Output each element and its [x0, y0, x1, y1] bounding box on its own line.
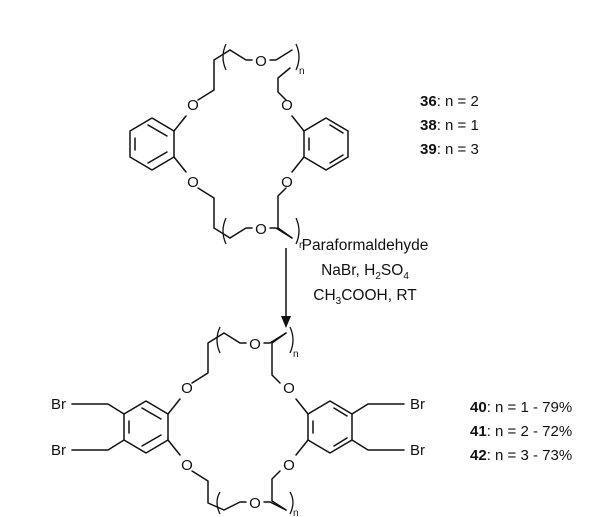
left-benzene-ring: [129, 117, 175, 171]
compound-label: 38: n = 1: [420, 117, 479, 134]
reactant-compound-list: 36: n = 2 38: n = 1 39: n = 3: [420, 93, 479, 158]
repeat-index: n: [299, 240, 305, 251]
compound-label: 41: n = 2 - 72%: [470, 423, 572, 440]
repeat-index: n: [293, 508, 299, 517]
reaction-conditions: Paraformaldehyde NaBr, H2SO4 CH3COOH, RT: [302, 237, 429, 307]
reaction-arrow: [281, 248, 291, 328]
reactant-structure: O O O O O O n n: [129, 43, 349, 251]
conditions-line-1: Paraformaldehyde: [302, 237, 429, 254]
bromine-atom: Br: [410, 396, 425, 413]
compound-label: 36: n = 2: [420, 93, 479, 110]
bromine-atom: Br: [410, 442, 425, 459]
right-benzene-ring: [303, 117, 349, 171]
oxygen-atom: O: [249, 336, 261, 353]
oxygen-atom: O: [187, 97, 199, 114]
left-benzene-ring: [123, 400, 169, 454]
repeat-index: n: [293, 349, 299, 360]
compound-label: 39: n = 3: [420, 141, 479, 158]
oxygen-atom: O: [281, 174, 293, 191]
oxygen-atom: O: [187, 174, 199, 191]
repeat-index: n: [299, 66, 305, 77]
product-structure: O O O O O O n n Br Br Br Br: [51, 326, 425, 517]
oxygen-atom: O: [283, 380, 295, 397]
conditions-line-2: NaBr, H2SO4: [321, 262, 409, 282]
oxygen-atom: O: [255, 221, 267, 238]
bromine-atom: Br: [51, 396, 66, 413]
oxygen-atom: O: [281, 97, 293, 114]
oxygen-atom: O: [181, 380, 193, 397]
oxygen-atom: O: [249, 495, 261, 512]
conditions-line-3: CH3COOH, RT: [313, 287, 417, 307]
right-benzene-ring: [307, 400, 353, 454]
compound-label: 42: n = 3 - 73%: [470, 447, 572, 464]
product-compound-list: 40: n = 1 - 79% 41: n = 2 - 72% 42: n = …: [470, 399, 572, 464]
oxygen-atom: O: [255, 53, 267, 70]
compound-label: 40: n = 1 - 79%: [470, 399, 572, 416]
bromine-atom: Br: [51, 442, 66, 459]
oxygen-atom: O: [283, 457, 295, 474]
oxygen-atom: O: [181, 457, 193, 474]
